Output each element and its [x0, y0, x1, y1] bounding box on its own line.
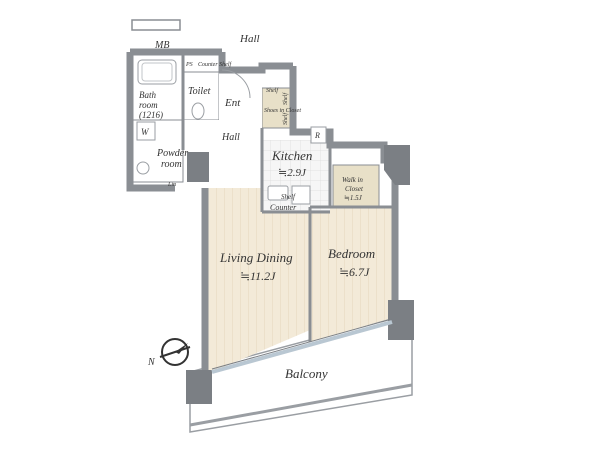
- shelf-a-label: Shelf: [266, 87, 279, 94]
- powder-room-label-2: room: [161, 159, 182, 170]
- kitchen-shelf-label: Shelf: [281, 193, 296, 201]
- washbasin-icon: [136, 161, 150, 175]
- kitchen-size-label: ≒2.9J: [278, 167, 307, 179]
- shelf-c-label: Shelf: [282, 112, 289, 125]
- living-dining-floor: [207, 188, 310, 372]
- living-dining-label: Living Dining: [219, 250, 293, 265]
- balcony-window-frame: [211, 318, 393, 370]
- hall-floor: [183, 72, 262, 150]
- hall-mid-label: Hall: [221, 132, 240, 143]
- refrigerator-box: [310, 126, 327, 144]
- bathtub-inner-icon: [141, 62, 173, 82]
- refrigerator-label: R: [314, 131, 320, 140]
- powder-room-label-1: Powder: [156, 148, 188, 159]
- balcony-railing: [189, 383, 413, 427]
- shelf-b-label: Shelf: [282, 92, 289, 105]
- counter-shelf-label: Counter Shelf: [198, 61, 232, 68]
- hall-window: [131, 19, 181, 31]
- toilet-icon: [191, 102, 205, 120]
- bathroom-label-3: (1216): [139, 110, 163, 120]
- bathroom-label-2: room: [139, 100, 158, 110]
- ps-label: PS: [185, 62, 193, 68]
- shoes-closet-label: Shoes in Closet: [264, 108, 301, 114]
- bedroom-floor: [310, 207, 392, 342]
- lin-label: Lin: [167, 182, 176, 188]
- bathtub-icon: [137, 59, 177, 85]
- hall-top-label: Hall: [239, 33, 260, 45]
- kitchen-label: Kitchen: [271, 148, 312, 163]
- entrance-door-arc: [221, 69, 251, 99]
- walkin-size-label: ≒1.5J: [344, 194, 363, 202]
- mb-label: MB: [154, 40, 169, 51]
- counter-label: Counter: [270, 203, 297, 212]
- w-label: W: [141, 127, 150, 137]
- ent-label: Ent: [224, 97, 241, 109]
- bedroom-label: Bedroom: [328, 246, 375, 261]
- inner-walls: [181, 55, 392, 342]
- washing-machine-icon: [136, 121, 156, 141]
- walkin-label-1: Walk in: [342, 176, 363, 184]
- balcony-window: [211, 320, 393, 374]
- toilet-label: Toilet: [188, 86, 211, 97]
- north-label: N: [147, 357, 156, 368]
- sink-icon: [267, 185, 289, 201]
- living-size-label: ≒11.2J: [240, 269, 276, 283]
- bedroom-size-label: ≒6.7J: [339, 265, 370, 279]
- stove-icon: [291, 185, 311, 205]
- compass-icon: [159, 338, 191, 366]
- walkin-label-2: Closet: [345, 185, 364, 193]
- balcony-label: Balcony: [285, 366, 328, 381]
- structural-columns: [186, 145, 414, 404]
- bathroom-label-1: Bath: [139, 90, 156, 100]
